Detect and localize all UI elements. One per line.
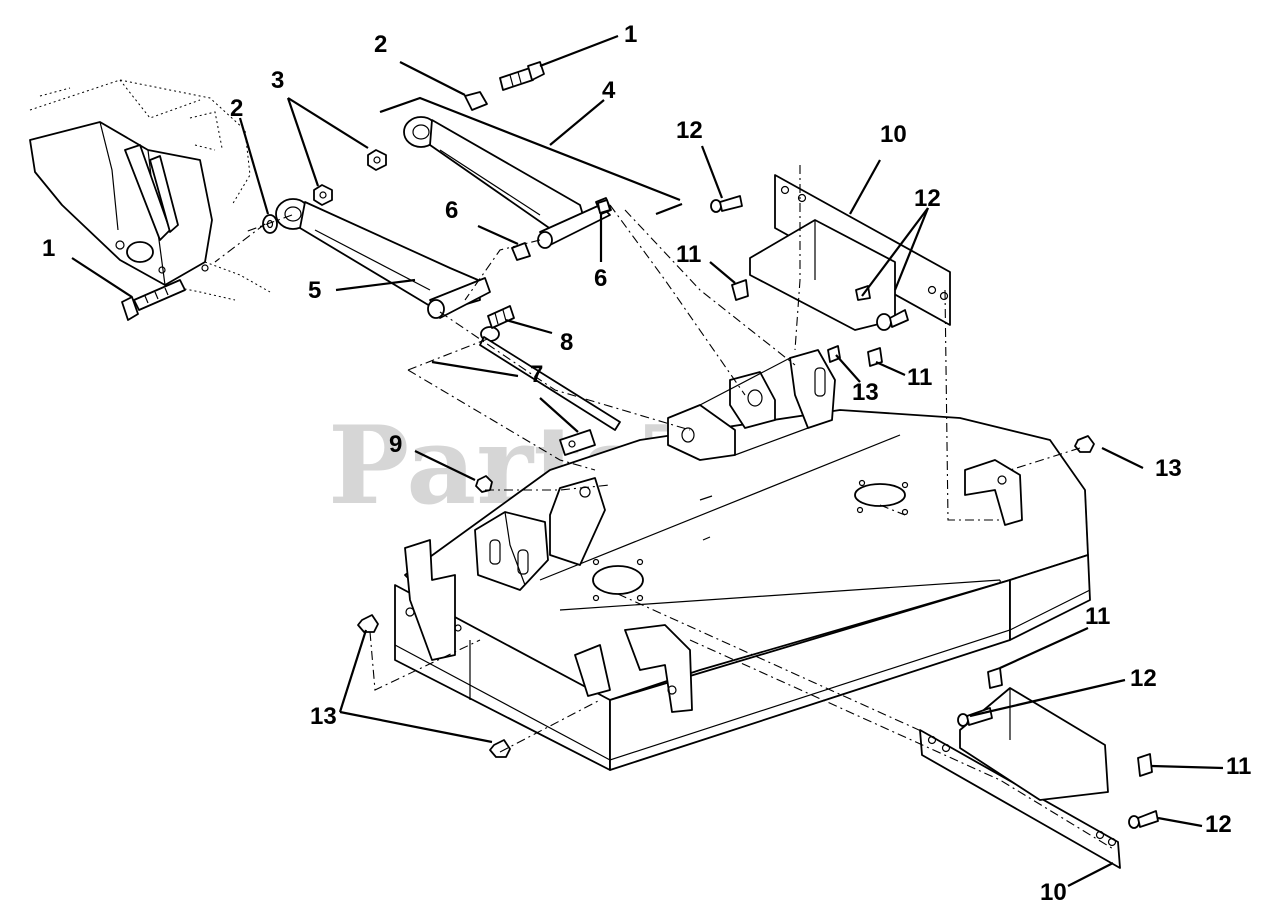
front-bracket-left <box>474 511 549 591</box>
clip-11-lower-a <box>987 667 1003 689</box>
spacer-6-a <box>511 242 531 261</box>
callout-1-top: 1 <box>624 21 637 48</box>
callout-11-lower-right: 11 <box>1226 753 1251 780</box>
callout-labels: 1 1 2 2 3 4 5 6 6 7 8 9 10 10 11 11 11 1… <box>42 21 1251 906</box>
callout-6-left: 6 <box>445 197 458 224</box>
hanger-bracket <box>667 349 836 461</box>
leader-lines <box>71 34 1224 887</box>
callout-6-right: 6 <box>594 265 607 292</box>
callout-11-upper-right: 11 <box>907 364 932 391</box>
clip-11-lower-b <box>1137 753 1153 777</box>
clip-11-upper-c <box>867 347 883 367</box>
callout-10-upper: 10 <box>880 121 907 148</box>
bolt-8 <box>487 305 515 329</box>
nut-13-left-b <box>489 739 511 758</box>
tractor-frame <box>29 79 271 301</box>
clip-11-upper-a <box>731 279 749 301</box>
nut-13-left-a <box>357 614 379 633</box>
callout-13-right: 13 <box>1155 455 1182 482</box>
callout-1-left: 1 <box>42 235 55 262</box>
callout-7: 7 <box>530 361 543 388</box>
lift-arm-5 <box>275 198 491 319</box>
cover-10-lower <box>919 687 1121 869</box>
bolt-12-lower-b <box>1128 810 1159 829</box>
callout-2-left: 2 <box>230 95 243 122</box>
callout-2-top: 2 <box>374 31 387 58</box>
callout-12-upper-left: 12 <box>676 117 703 144</box>
callout-5: 5 <box>308 277 321 304</box>
pin-7 <box>479 326 621 456</box>
washer-2-left <box>262 214 278 234</box>
bolt-1-top <box>499 61 545 91</box>
callout-13-upper: 13 <box>852 379 879 406</box>
callout-10-lower: 10 <box>1040 879 1067 906</box>
callout-12-lower-left: 12 <box>1130 665 1157 692</box>
lift-arm-4 <box>403 116 612 249</box>
nut-13-right <box>1074 435 1095 453</box>
nut-3-a <box>367 149 387 171</box>
nut-3-b <box>313 184 333 206</box>
mower-deck <box>394 409 1091 771</box>
bolt-12-upper-b <box>876 309 909 331</box>
callout-9: 9 <box>389 431 402 458</box>
washer-2-top <box>464 91 488 111</box>
callout-8: 8 <box>560 329 573 356</box>
bolt-1-left <box>121 279 186 321</box>
bolt-12-upper-a <box>710 195 743 213</box>
callout-12-lower-right: 12 <box>1205 811 1232 838</box>
callout-11-lower-left: 11 <box>1085 603 1110 630</box>
callout-3: 3 <box>271 67 284 94</box>
assembly-lines <box>214 165 1116 851</box>
callout-12-upper-right: 12 <box>914 185 941 212</box>
nut-13-upper <box>827 345 841 363</box>
spacer-6-b <box>597 199 611 214</box>
callout-4: 4 <box>602 77 616 104</box>
callout-13-left: 13 <box>310 703 337 730</box>
callout-11-upper-left: 11 <box>676 241 701 268</box>
